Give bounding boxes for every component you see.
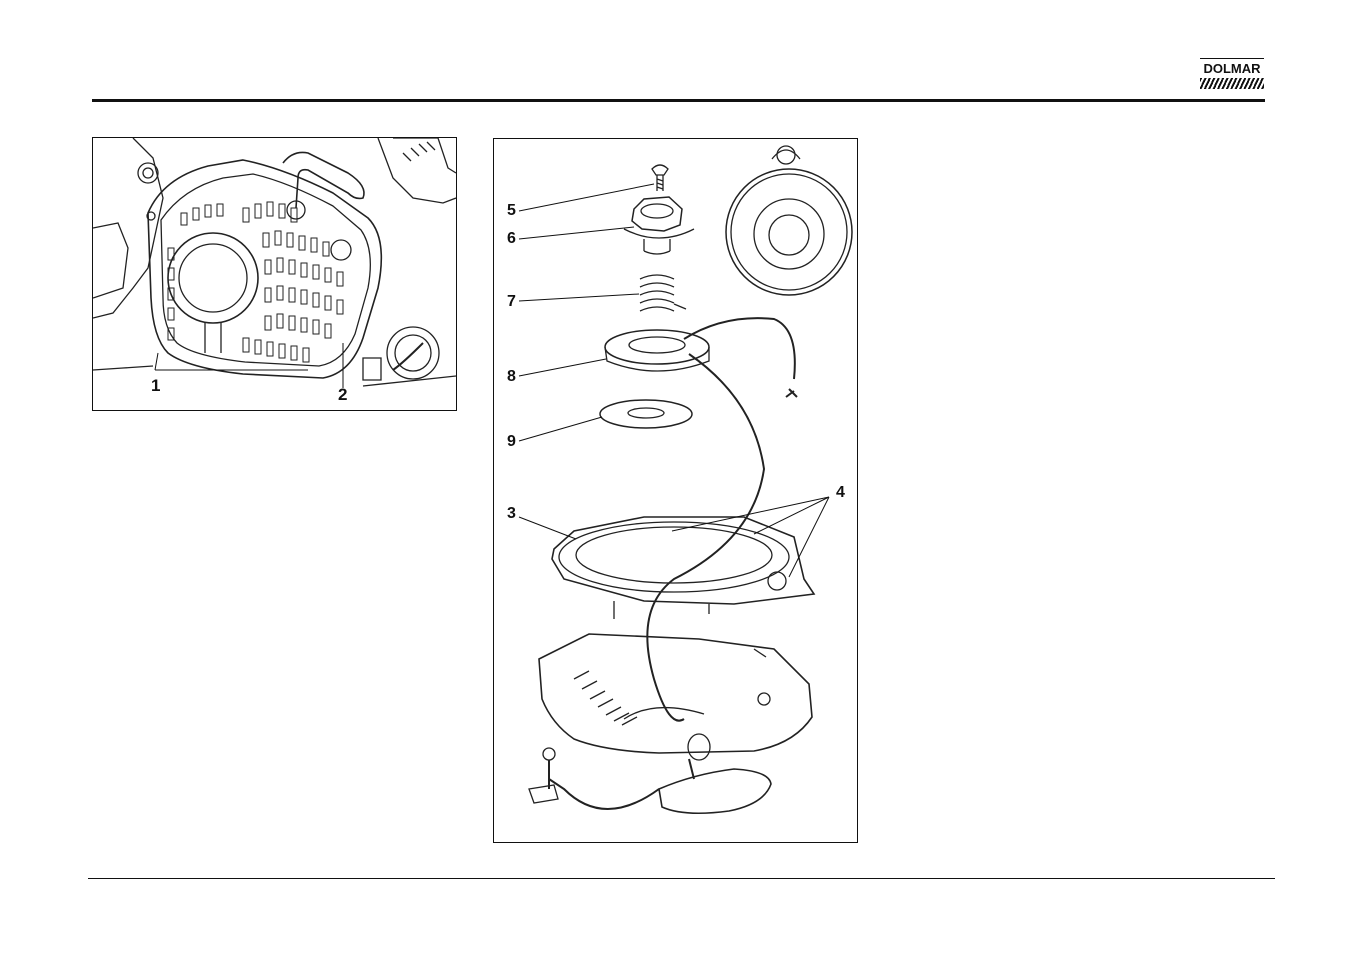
logo-top-line xyxy=(1200,58,1264,59)
callout-6: 6 xyxy=(507,231,516,247)
callout-1: 1 xyxy=(151,378,160,394)
callout-9: 9 xyxy=(507,434,516,450)
callout-8: 8 xyxy=(507,369,516,385)
figure-starter-exploded-view: 5 6 7 8 9 3 4 xyxy=(493,138,858,843)
starter-cover-illustration xyxy=(93,138,456,410)
header-rule xyxy=(92,99,1265,102)
logo-hatch-stripe xyxy=(1200,78,1264,89)
dolmar-logo: DOLMAR xyxy=(1199,58,1265,98)
starter-exploded-illustration xyxy=(494,139,857,842)
footer-rule xyxy=(88,878,1275,879)
callout-3: 3 xyxy=(507,506,516,522)
brand-name: DOLMAR xyxy=(1199,61,1265,76)
callout-2: 2 xyxy=(338,387,347,403)
callout-5: 5 xyxy=(507,203,516,219)
callout-4: 4 xyxy=(836,485,845,501)
figure-starter-cover: 1 2 xyxy=(92,137,457,411)
callout-7: 7 xyxy=(507,294,516,310)
